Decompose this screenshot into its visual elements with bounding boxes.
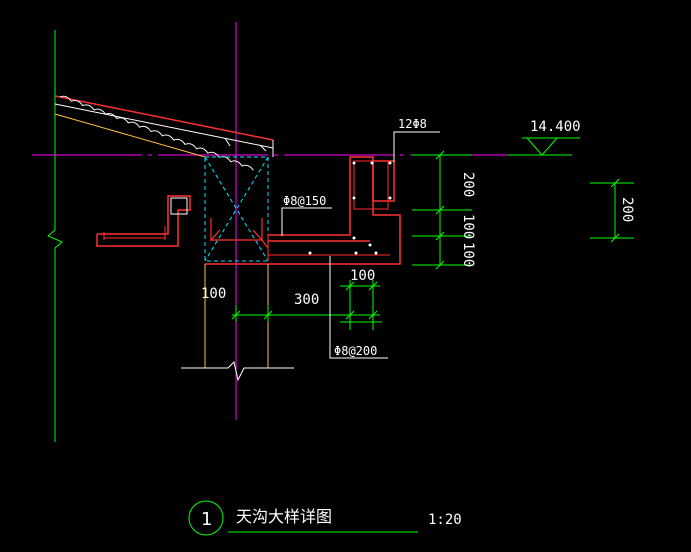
- elevation-marker: 14.400: [508, 119, 581, 156]
- beam-rebar: [210, 218, 269, 249]
- title-block: 1 天沟大样详图 1:20: [188, 500, 462, 536]
- dim-text-100-right: 100: [350, 268, 375, 284]
- leader-12phi8: 12Φ8: [393, 117, 440, 162]
- detail-number-circle: [188, 500, 224, 536]
- column-lines: [181, 264, 294, 382]
- sloped-roof: [54, 95, 274, 171]
- detail-number: 1: [201, 509, 212, 530]
- dim-text-100-left: 100: [201, 286, 226, 302]
- dim-text-300: 300: [294, 292, 319, 308]
- dim-text-100-b: 100: [460, 242, 476, 267]
- rebar-label-phi8-200: Φ8@200: [334, 344, 377, 358]
- rebar-label-phi8-150: Φ8@150: [283, 194, 326, 208]
- dim-text-200-right: 200: [619, 197, 635, 222]
- leader-phi8-150: Φ8@150: [281, 194, 332, 236]
- beam-section-box: [204, 156, 269, 262]
- gutter-section: [205, 156, 401, 265]
- rebar-label-12phi8: 12Φ8: [398, 117, 427, 131]
- drawing-scale: 1:20: [428, 512, 462, 528]
- gutter-outlet-detail: [96, 195, 191, 247]
- leader-phi8-200: Φ8@200: [329, 256, 388, 359]
- drawing-title: 天沟大样详图: [236, 507, 332, 526]
- dim-text-100-a: 100: [460, 214, 476, 239]
- dimension-lines-right: [412, 150, 634, 270]
- dim-text-200: 200: [460, 172, 476, 197]
- wall-line-left: [47, 30, 63, 442]
- elevation-label: 14.400: [530, 119, 581, 135]
- dimension-lines-bottom: [231, 280, 382, 330]
